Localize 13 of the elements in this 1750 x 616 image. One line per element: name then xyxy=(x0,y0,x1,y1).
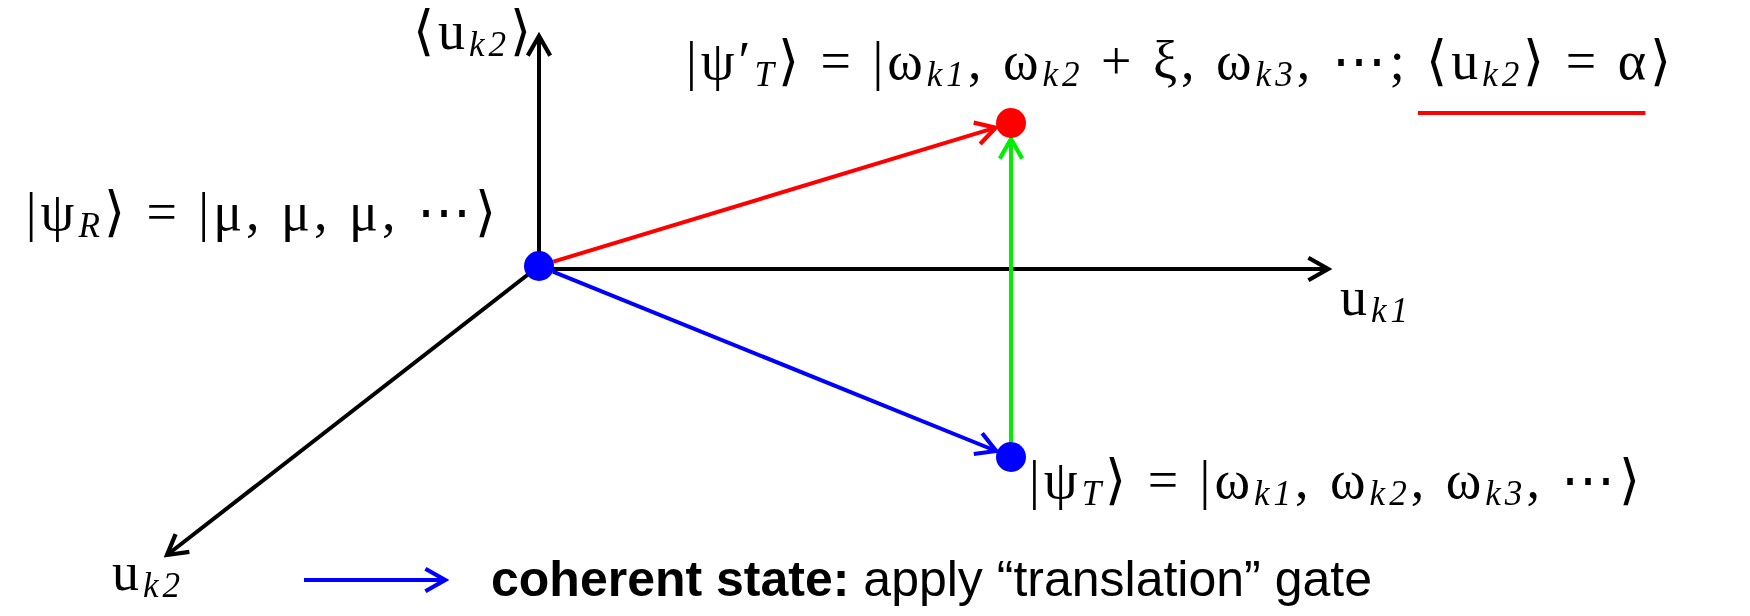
state-label: |ψ$_{R}$⟩ = |μ, μ, μ, ⋯⟩ xyxy=(25,183,500,243)
legend-text: coherent state: apply “translation” gate xyxy=(491,552,1372,607)
arrow xyxy=(552,120,998,264)
state-dot xyxy=(996,108,1026,138)
axis-label: u$_{k1}$ xyxy=(1340,270,1413,324)
axis-label: u$_{k2}$ xyxy=(112,545,185,599)
arrow xyxy=(552,269,999,457)
state-dot xyxy=(996,442,1026,472)
state-label: |ψ$_{T}$⟩ = |ω$_{k1}$, ω$_{k2}$, ω$_{k3}$, ⋯⟩ xyxy=(1029,451,1645,511)
state-label: |ψ′$_{T}$⟩ = |ω$_{k1}$, ω$_{k2}$ + ξ, ω$_{k3}$, ⋯; ⟨u$_{k2}$⟩ = α⟩ xyxy=(686,32,1676,92)
state-dot xyxy=(524,251,554,281)
axis-label: ⟨u$_{k2}$⟩ xyxy=(413,4,536,58)
arrow xyxy=(997,136,1025,442)
